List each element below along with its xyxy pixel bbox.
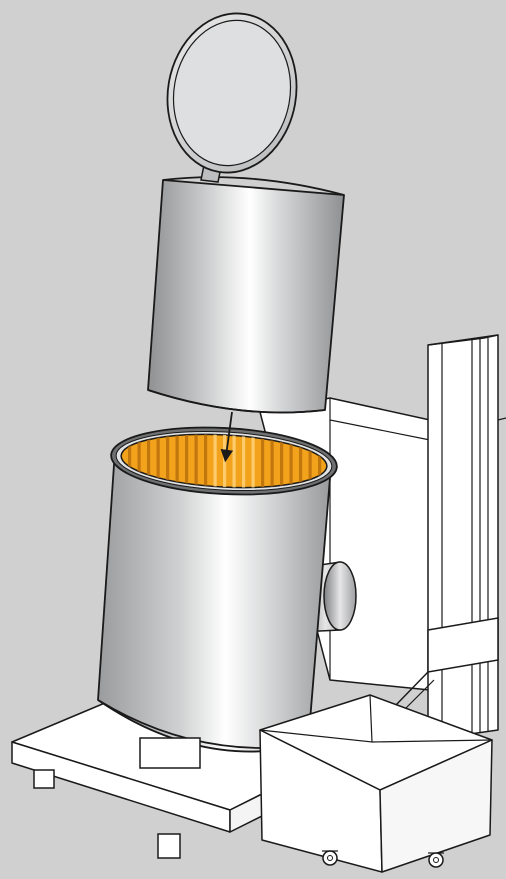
basket-slot: [308, 429, 312, 493]
basket-slot: [175, 429, 179, 493]
insert-direction-arrow: [220, 411, 234, 463]
basket-slot: [204, 429, 208, 493]
basket-slot: [299, 429, 303, 493]
basket-slot: [232, 429, 236, 493]
basket-slot: [242, 429, 246, 493]
lid: [166, 12, 298, 174]
basket-slot: [289, 429, 293, 493]
collection-box: [259, 671, 493, 873]
removable-drum: [147, 176, 345, 414]
basket-slot: [128, 429, 132, 493]
basket-slot: [156, 429, 160, 493]
casters: [322, 850, 444, 868]
basket-slot: [318, 429, 322, 493]
basket-slot: [270, 429, 274, 493]
basket-slot: [185, 429, 189, 493]
basket-slot: [137, 429, 141, 493]
basket-slot: [194, 429, 198, 493]
column-frame: [427, 334, 506, 741]
basket-slot: [280, 429, 284, 493]
basket-slot: [147, 429, 151, 493]
basket-slot: [166, 429, 170, 493]
basket-slot: [261, 429, 265, 493]
basket-slot: [213, 429, 217, 493]
basket-slot: [251, 429, 255, 493]
